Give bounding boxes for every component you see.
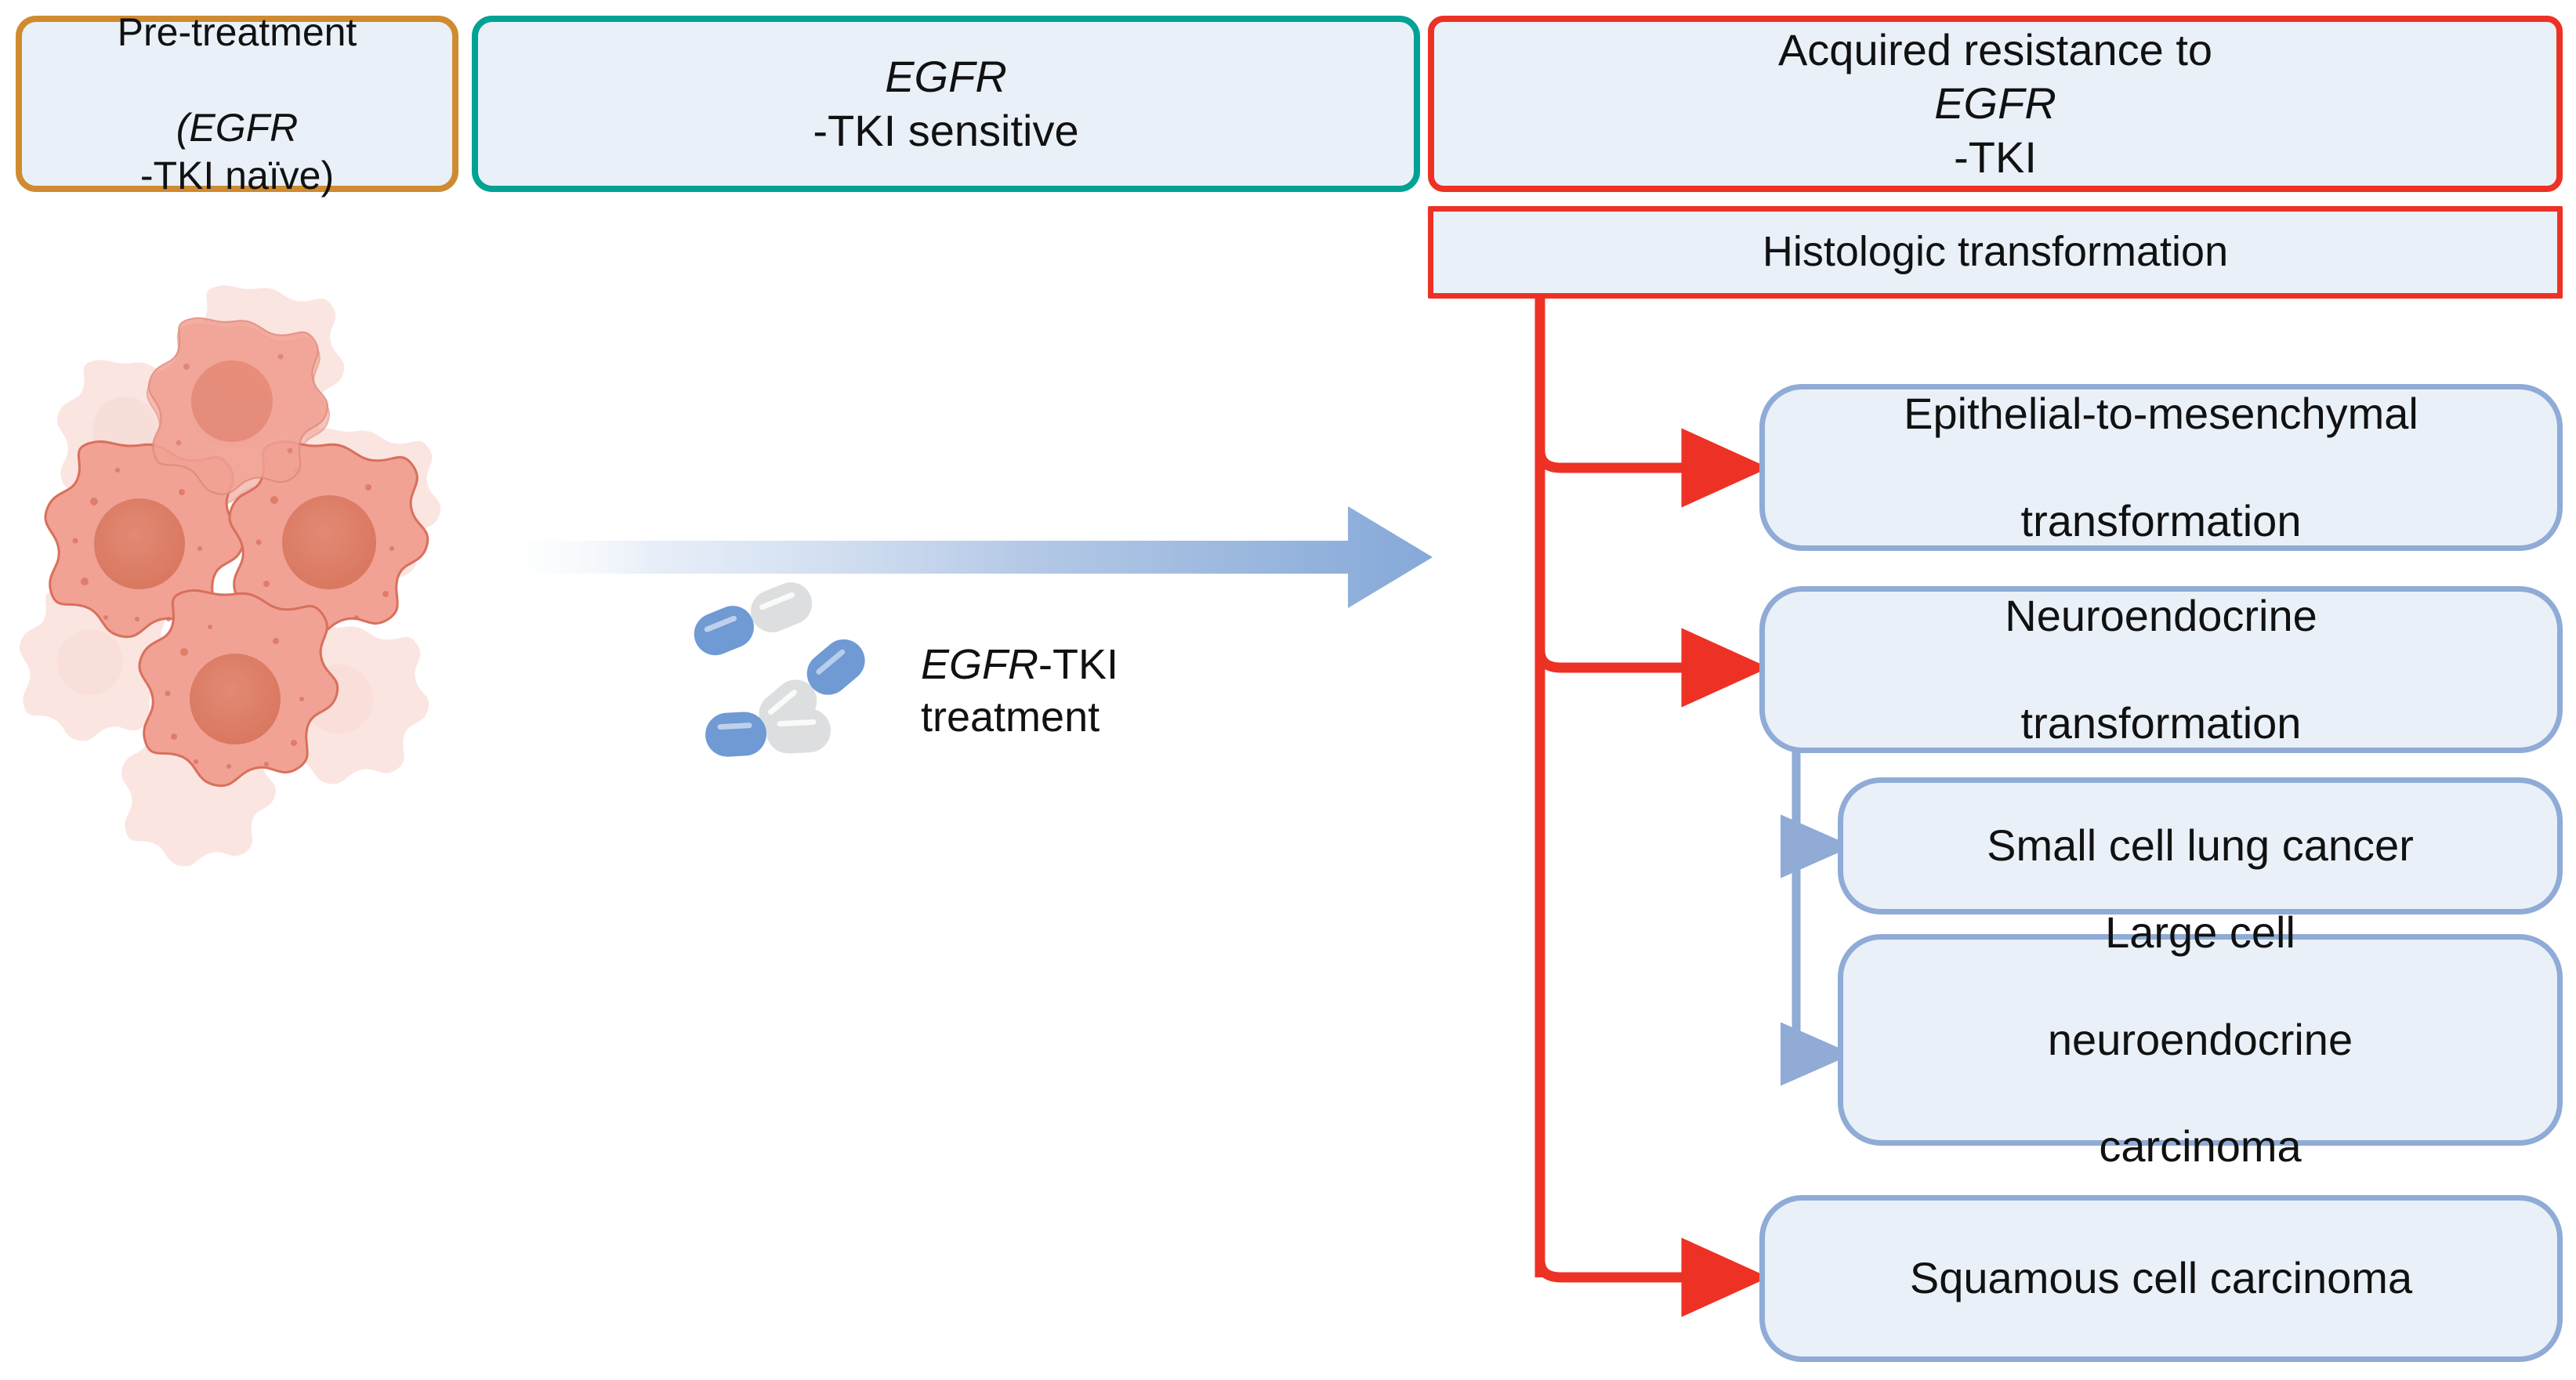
neuroendocrine-line1: Neuroendocrine [2005, 591, 2317, 641]
acquired-gene: EGFR [1934, 78, 2056, 129]
box-egfr-tki-sensitive: EGFR-TKI sensitive [472, 16, 1420, 192]
egfr-tki-treatment-label: EGFR-TKI treatment [921, 639, 1250, 744]
box-neuroendocrine-transformation: Neuroendocrine transformation [1759, 586, 2563, 753]
box-epithelial-to-mesenchymal-transformation: Epithelial-to-mesenchymal transformation [1759, 384, 2563, 551]
lcnec-line2: neuroendocrine [2047, 1014, 2353, 1064]
red-branch-neuroendocrine [1534, 628, 1770, 708]
neuroendocrine-line2: transformation [2020, 697, 2302, 748]
red-branch-emt [1534, 428, 1770, 508]
pre-treatment-gene: (EGFR [176, 105, 299, 150]
box-small-cell-lung-cancer: Small cell lung cancer [1838, 777, 2563, 915]
histologic-transformation-label: Histologic transformation [1762, 228, 2229, 276]
pre-treatment-label: Pre-treatment (EGFR-TKI naïve) [118, 9, 357, 200]
acquired-resistance-label: Acquired resistance to EGFR-TKI [1778, 24, 2212, 184]
lcnec-line1: Large cell [2105, 907, 2295, 958]
sensitive-rest: -TKI sensitive [813, 105, 1079, 155]
treatment-label-line2: treatment [921, 693, 1100, 741]
pre-treatment-line1: Pre-treatment [117, 9, 357, 54]
red-branch-squamous [1534, 1237, 1770, 1317]
emt-line2: transformation [2020, 495, 2302, 545]
sensitive-gene: EGFR [885, 52, 1007, 102]
box-histologic-transformation: Histologic transformation [1428, 206, 2563, 299]
lcnec-label: Large cell neuroendocrine carcinoma [2048, 906, 2353, 1174]
box-acquired-resistance: Acquired resistance to EGFR-TKI [1428, 16, 2563, 192]
treatment-gene: EGFR [921, 641, 1039, 688]
neuroendocrine-label: Neuroendocrine transformation [2005, 589, 2317, 750]
emt-line1: Epithelial-to-mesenchymal [1904, 389, 2418, 439]
treatment-label-rest: -TKI [1038, 641, 1119, 688]
acquired-rest: -TKI [1954, 132, 2037, 182]
sensitive-label: EGFR-TKI sensitive [813, 50, 1078, 158]
box-squamous-cell-carcinoma: Squamous cell carcinoma [1759, 1195, 2563, 1362]
box-pre-treatment: Pre-treatment (EGFR-TKI naïve) [16, 10, 458, 197]
emt-label: Epithelial-to-mesenchymal transformation [1904, 387, 2418, 548]
sclc-label: Small cell lung cancer [1987, 820, 2414, 871]
acquired-prefix: Acquired resistance to [1777, 25, 2213, 75]
pre-treatment-line2-rest: -TKI naïve) [139, 153, 335, 197]
squamous-label: Squamous cell carcinoma [1909, 1253, 2413, 1303]
lcnec-line3: carcinoma [2099, 1121, 2302, 1172]
blue-branch-sclc [1780, 814, 1853, 878]
arrow-shape [481, 506, 1433, 608]
box-large-cell-neuroendocrine-carcinoma: Large cell neuroendocrine carcinoma [1838, 907, 2563, 1171]
blue-branch-lcnec [1780, 1022, 1853, 1086]
